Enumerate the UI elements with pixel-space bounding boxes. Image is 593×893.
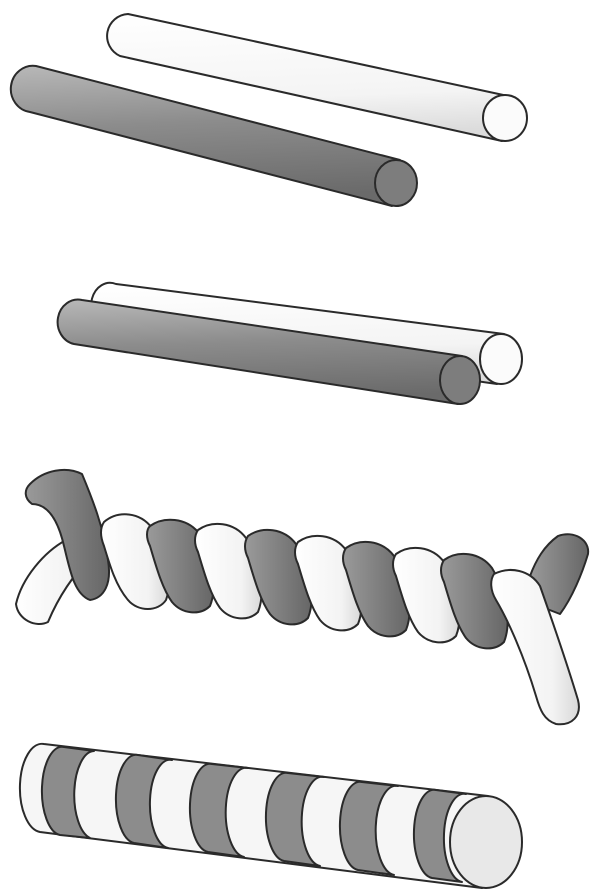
white-strand-end-cap (480, 334, 522, 384)
gray-strand-end-cap (375, 160, 417, 206)
panel-separate-strands (11, 14, 527, 206)
twist-segments (26, 470, 579, 724)
white-strand-end-cap (483, 95, 527, 141)
striped-rod-end-cap (450, 796, 522, 888)
gray-strand-end-cap (440, 356, 480, 404)
panel-twisted-rope (16, 470, 588, 724)
panel-striped-rod (20, 744, 522, 888)
panel-aligned-strands (58, 283, 522, 404)
